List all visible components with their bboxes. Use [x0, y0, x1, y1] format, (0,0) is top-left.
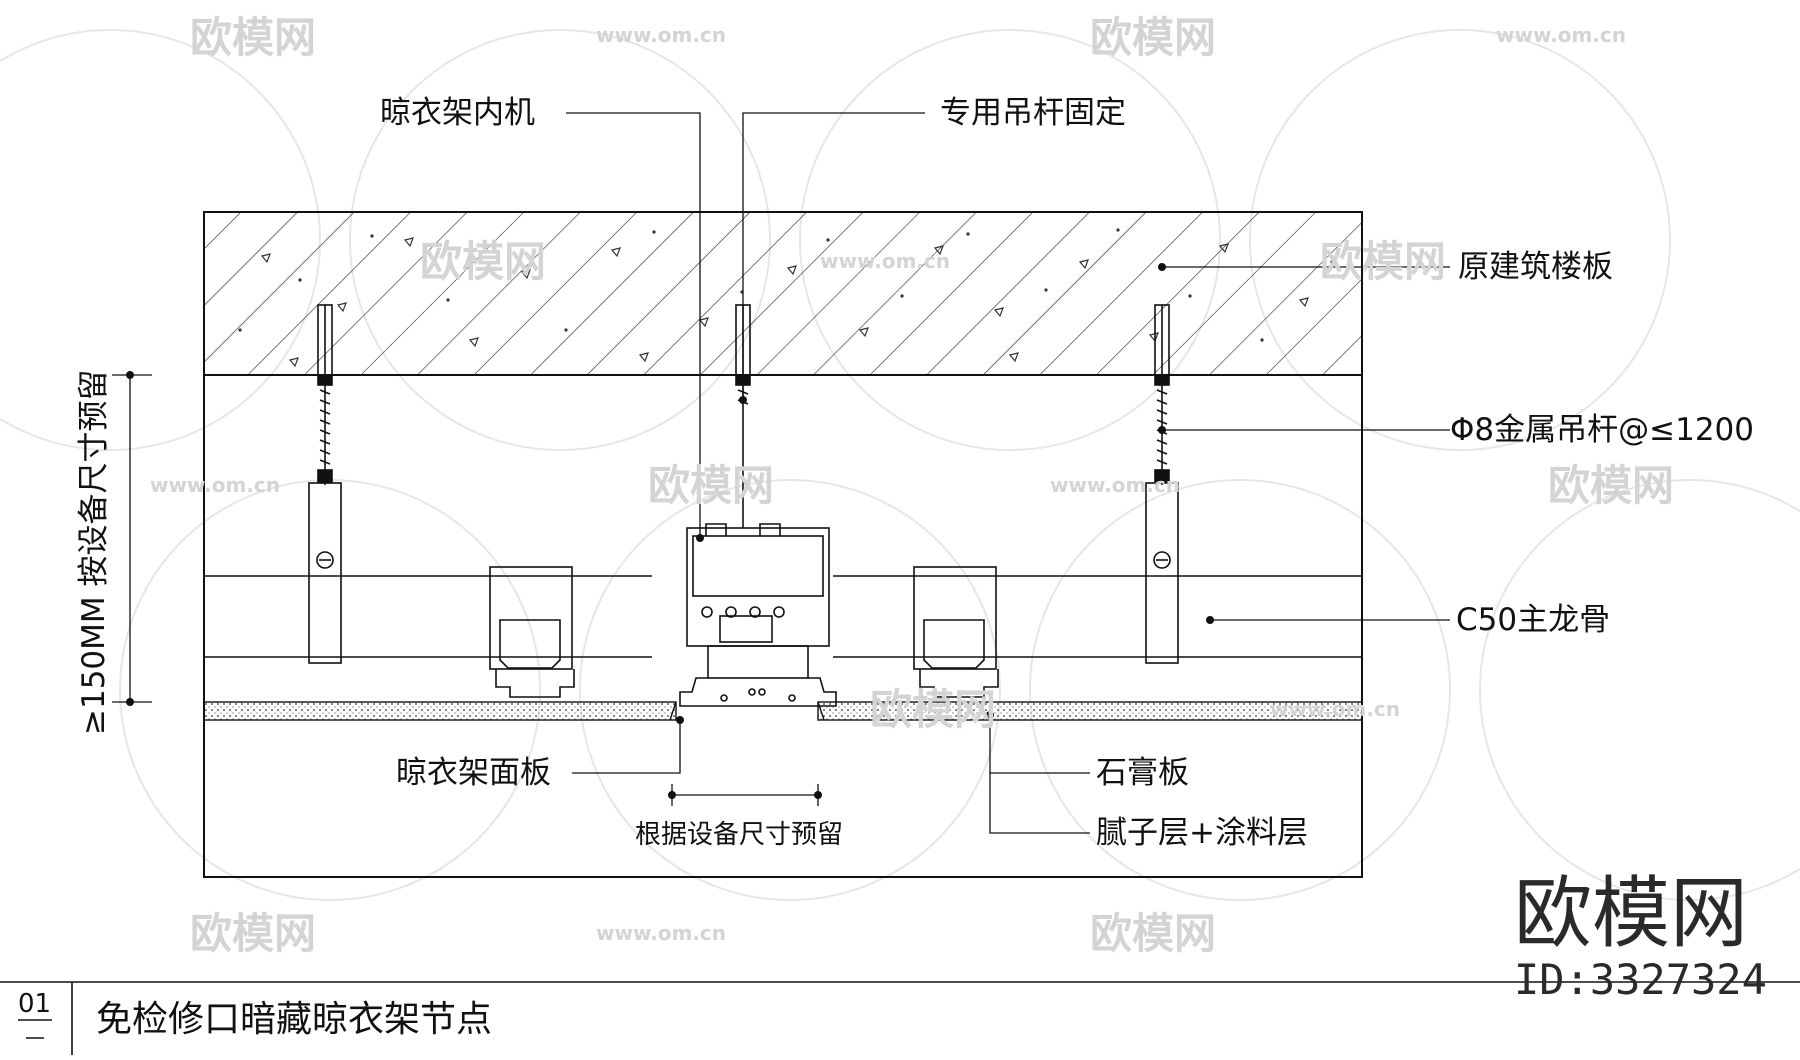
- leader-dots: [126, 263, 1214, 799]
- watermark-logo: 欧模网: [870, 685, 996, 734]
- brand-logo: 欧模网: [1514, 869, 1748, 959]
- watermark-logo: 欧模网: [1548, 461, 1674, 510]
- watermark-url: www.om.cn: [596, 921, 726, 945]
- label-metal-rod: Φ8金属吊杆@≤1200: [1450, 412, 1754, 448]
- label-putty: 腻子层+涂料层: [1096, 815, 1308, 851]
- keel-profile-left: [489, 566, 575, 698]
- label-rod-fixing: 专用吊杆固定: [940, 95, 1126, 131]
- leader-lines: [112, 112, 1450, 834]
- watermark-logo: 欧模网: [1090, 909, 1216, 958]
- hanger-rod-left: [308, 304, 342, 664]
- watermark-logo: 欧模网: [1090, 13, 1216, 62]
- watermark-logo: 欧模网: [420, 237, 546, 286]
- watermark-logo: 欧模网: [190, 909, 316, 958]
- watermark-url: www.om.cn: [1496, 23, 1626, 47]
- label-reserve-height: ≥150MM 按设备尺寸预留: [76, 370, 112, 736]
- gypsum-board: [203, 701, 1363, 721]
- watermark-url: www.om.cn: [820, 249, 950, 273]
- floor-slab: [203, 211, 1363, 376]
- watermark-url: www.om.cn: [150, 473, 280, 497]
- main-keel: [204, 575, 1362, 658]
- label-gypsum: 石膏板: [1096, 755, 1189, 791]
- title-text: 免检修口暗藏晾衣架节点: [96, 999, 492, 1040]
- label-indoor-unit: 晾衣架内机: [380, 95, 535, 131]
- watermark: 欧模网 欧模网 www.om.cn www.om.cn 欧模网 欧模网 www.…: [150, 13, 1674, 958]
- label-main-keel: C50主龙骨: [1456, 602, 1610, 638]
- watermark-circles: [0, 29, 1800, 901]
- title-number: 01: [18, 989, 51, 1019]
- watermark-url: www.om.cn: [596, 23, 726, 47]
- brand-id: ID:3327324: [1514, 955, 1767, 1004]
- watermark-url: www.om.cn: [1270, 697, 1400, 721]
- label-floor-slab: 原建筑楼板: [1458, 249, 1613, 285]
- keel-profile-right: [913, 566, 999, 698]
- watermark-logo: 欧模网: [190, 13, 316, 62]
- title-block: 01 免检修口暗藏晾衣架节点: [0, 981, 1800, 1055]
- watermark-logo: 欧模网: [1320, 237, 1446, 286]
- drying-rack-unit: [679, 523, 837, 707]
- label-panel: 晾衣架面板: [396, 755, 551, 791]
- label-reserve-device: 根据设备尺寸预留: [635, 820, 843, 850]
- watermark-url: www.om.cn: [1050, 473, 1180, 497]
- watermark-logo: 欧模网: [648, 461, 774, 510]
